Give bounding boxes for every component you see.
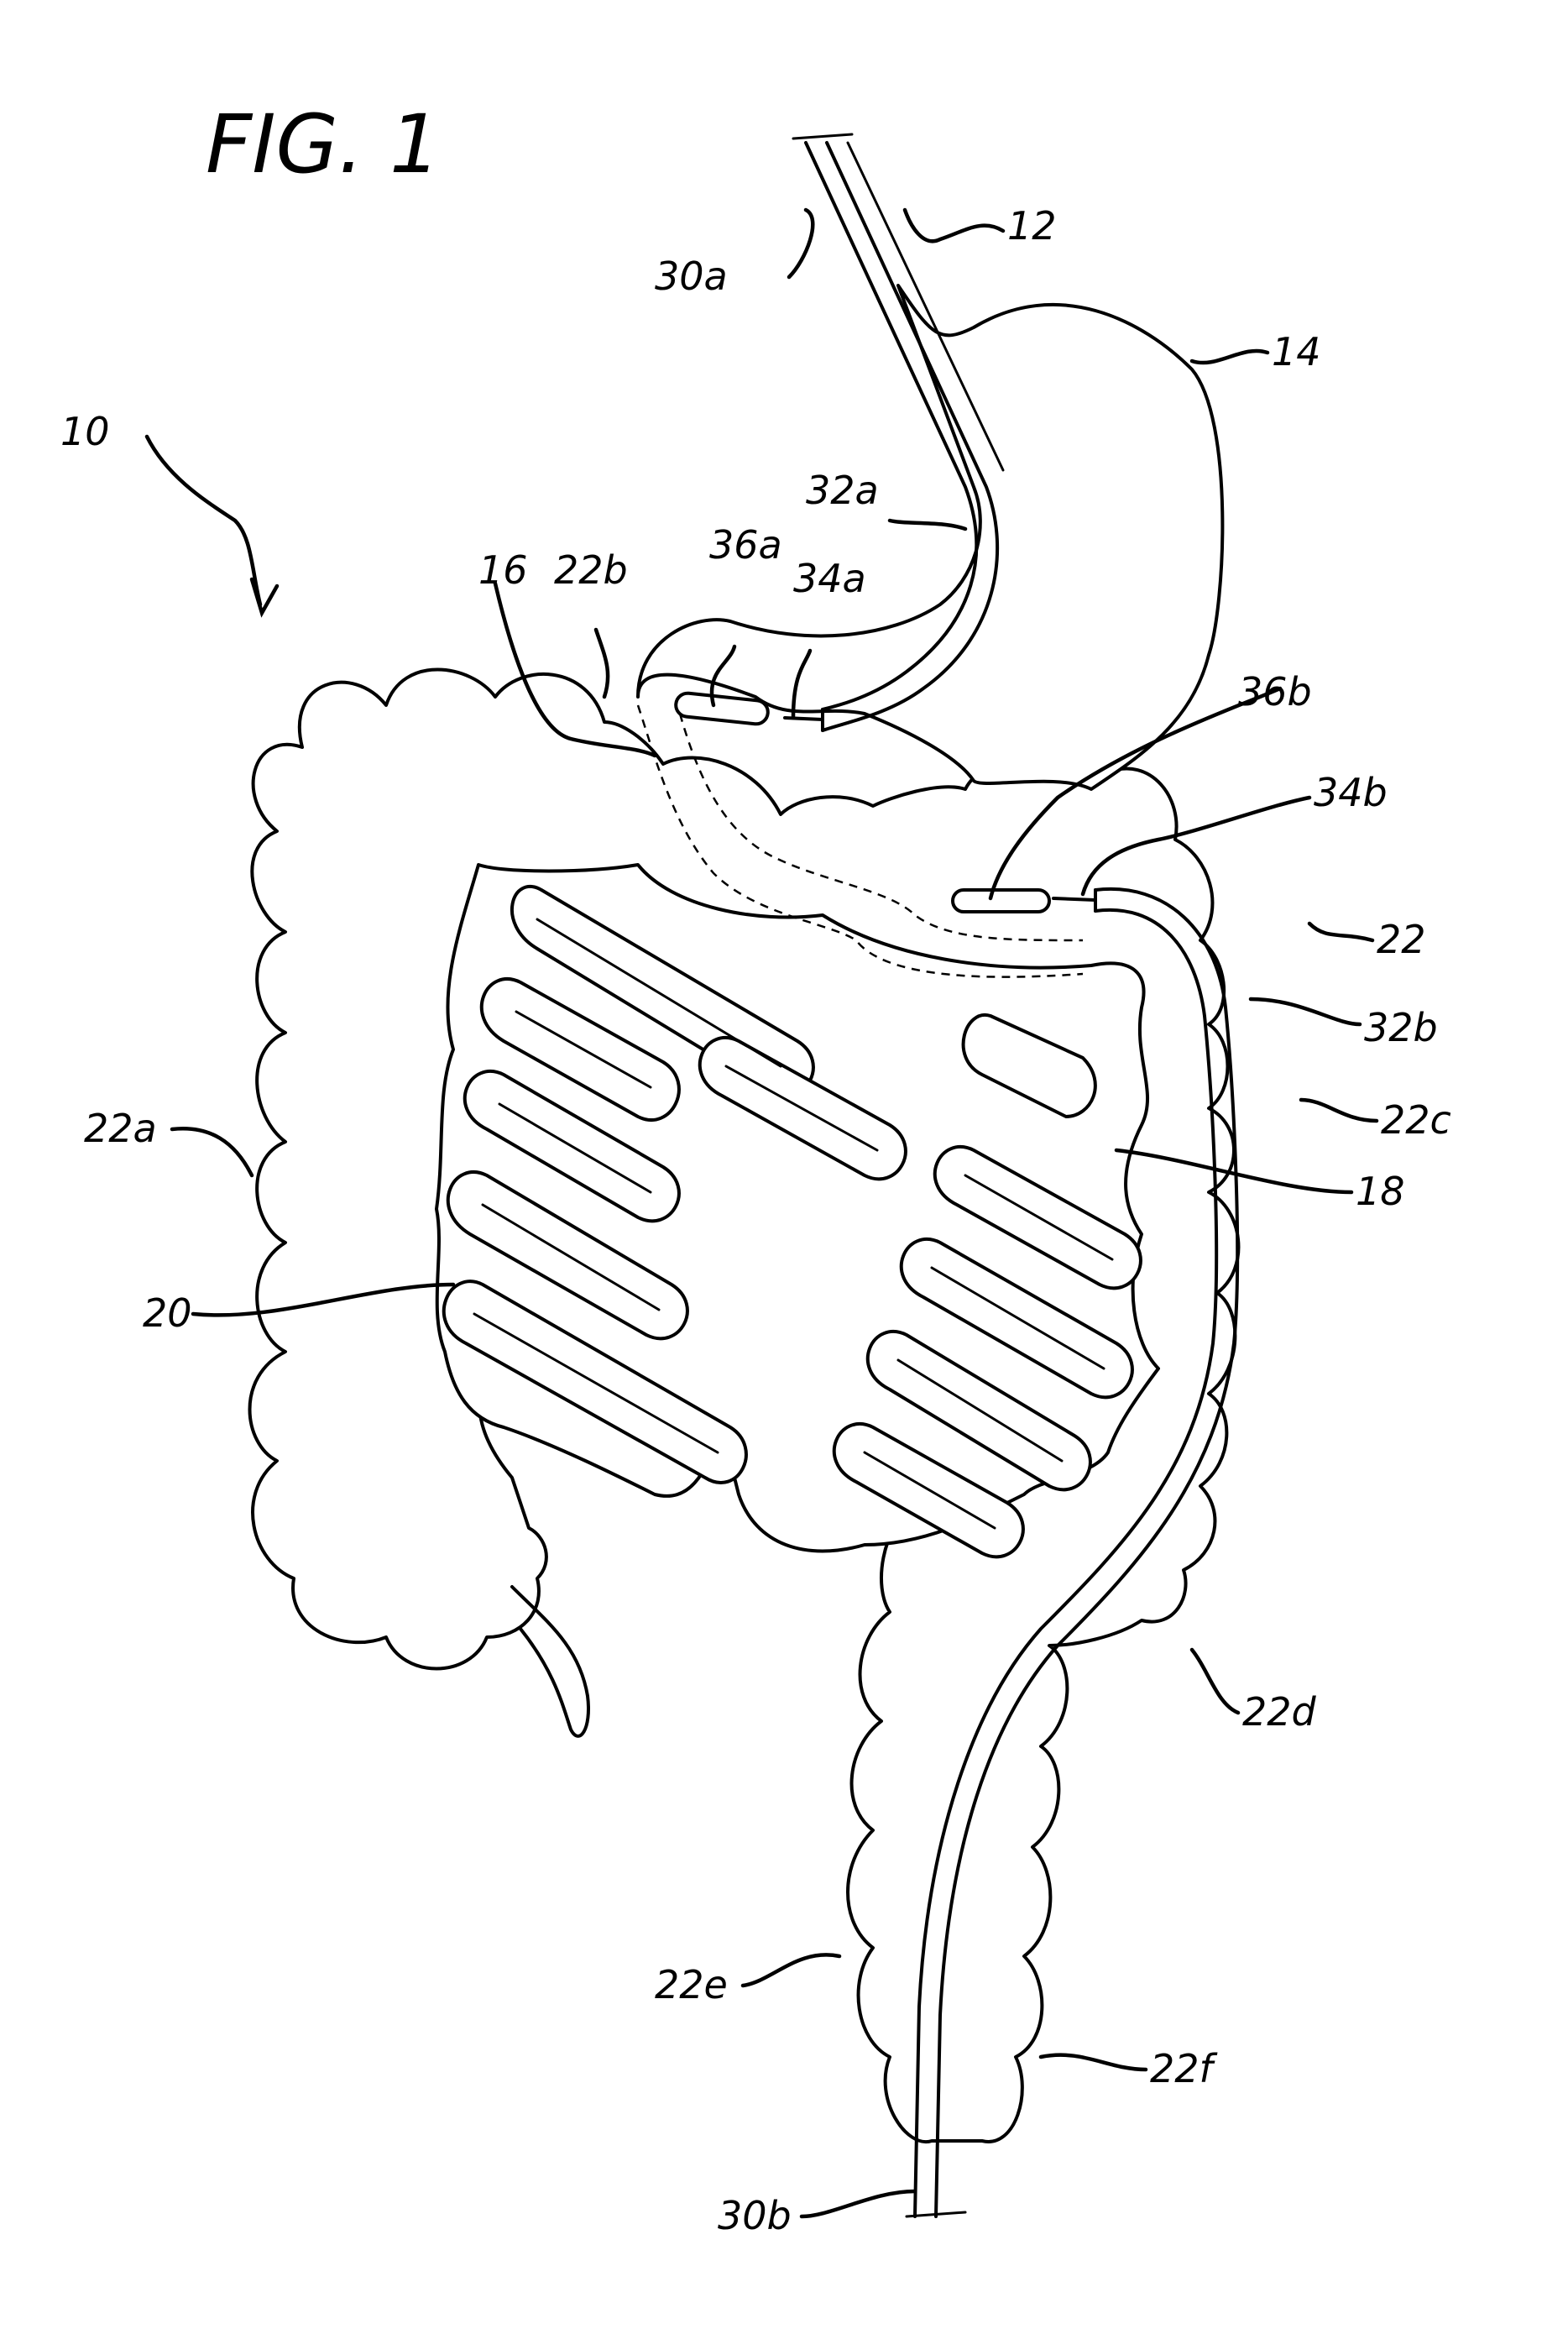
label-34a: 34a xyxy=(793,556,866,601)
label-30a: 30a xyxy=(655,254,728,299)
label-22: 22 xyxy=(1377,917,1426,962)
figure-title: FIG. 1 xyxy=(206,97,441,191)
label-16: 16 xyxy=(478,547,528,593)
label-10: 10 xyxy=(60,409,110,454)
label-36a: 36a xyxy=(709,522,782,568)
label-32b: 32b xyxy=(1364,1005,1438,1050)
label-32a: 32a xyxy=(806,468,879,513)
label-22f: 22f xyxy=(1150,2046,1218,2091)
label-22b: 22b xyxy=(554,547,628,593)
label-36b: 36b xyxy=(1238,669,1312,714)
label-22a: 22a xyxy=(84,1106,157,1151)
label-22c: 22c xyxy=(1381,1097,1451,1143)
label-22e: 22e xyxy=(655,1962,728,2007)
label-14: 14 xyxy=(1272,329,1321,374)
label-30b: 30b xyxy=(718,2193,792,2238)
label-12: 12 xyxy=(1007,203,1057,249)
label-22d: 22d xyxy=(1242,1689,1317,1735)
label-34b: 34b xyxy=(1314,770,1388,815)
label-18: 18 xyxy=(1356,1169,1405,1214)
label-20: 20 xyxy=(143,1290,192,1336)
